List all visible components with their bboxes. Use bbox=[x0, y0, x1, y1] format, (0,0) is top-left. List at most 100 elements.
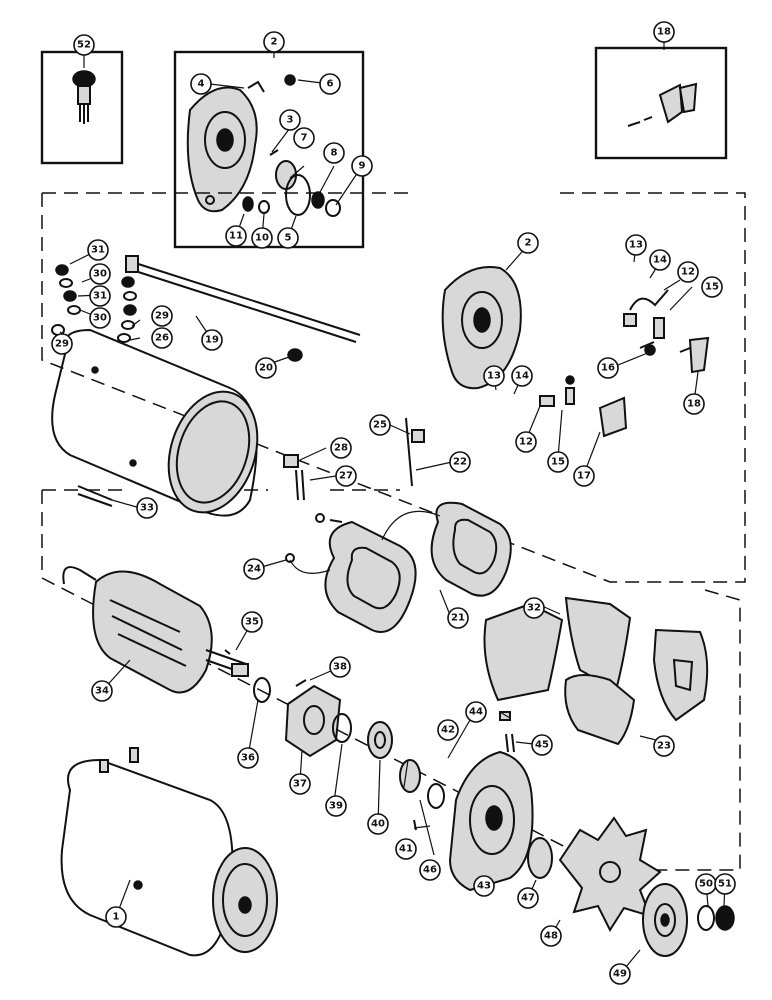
svg-text:51: 51 bbox=[718, 879, 732, 890]
callout-12-a: 12 bbox=[677, 261, 699, 283]
callout-50: 50 bbox=[695, 873, 717, 895]
svg-text:41: 41 bbox=[399, 844, 413, 855]
svg-text:13: 13 bbox=[487, 371, 501, 382]
callout-6: 6 bbox=[319, 73, 341, 95]
callout-22: 22 bbox=[449, 451, 471, 473]
callout-18-inset: 18 bbox=[653, 21, 675, 43]
svg-text:24: 24 bbox=[247, 564, 261, 575]
callout-15-b: 15 bbox=[547, 451, 569, 473]
callout-45: 45 bbox=[531, 734, 553, 756]
svg-text:15: 15 bbox=[705, 282, 719, 293]
callout-38: 38 bbox=[329, 656, 351, 678]
callout-39: 39 bbox=[325, 795, 347, 817]
svg-text:33: 33 bbox=[140, 503, 154, 514]
svg-text:45: 45 bbox=[535, 740, 549, 751]
svg-text:14: 14 bbox=[653, 255, 667, 266]
svg-text:4: 4 bbox=[198, 79, 205, 90]
svg-text:29: 29 bbox=[155, 311, 169, 322]
svg-text:48: 48 bbox=[544, 931, 558, 942]
callout-31-b: 31 bbox=[89, 285, 111, 307]
svg-text:6: 6 bbox=[327, 79, 334, 90]
brush-assembly bbox=[539, 289, 710, 438]
callout-52: 52 bbox=[73, 34, 95, 56]
svg-text:42: 42 bbox=[441, 725, 455, 736]
svg-text:7: 7 bbox=[301, 133, 308, 144]
svg-text:22: 22 bbox=[453, 457, 467, 468]
callout-12-b: 12 bbox=[515, 431, 537, 453]
callout-13-b: 13 bbox=[483, 365, 505, 387]
svg-text:32: 32 bbox=[527, 603, 541, 614]
callout-36: 36 bbox=[237, 747, 259, 769]
callout-24: 24 bbox=[243, 558, 265, 580]
svg-text:44: 44 bbox=[469, 707, 483, 718]
drive-components bbox=[527, 816, 735, 957]
svg-text:17: 17 bbox=[577, 471, 591, 482]
svg-text:9: 9 bbox=[359, 161, 366, 172]
callout-4: 4 bbox=[190, 73, 212, 95]
svg-text:8: 8 bbox=[331, 148, 338, 159]
svg-text:34: 34 bbox=[95, 686, 109, 697]
callout-2-inset: 2 bbox=[263, 31, 285, 53]
callout-49: 49 bbox=[609, 963, 631, 985]
assembled-generator bbox=[60, 747, 278, 957]
svg-text:11: 11 bbox=[229, 231, 243, 242]
callout-7: 7 bbox=[293, 127, 315, 149]
svg-text:15: 15 bbox=[551, 457, 565, 468]
inset-2 bbox=[173, 50, 365, 249]
callout-3: 3 bbox=[279, 109, 301, 131]
through-bolt bbox=[131, 261, 361, 343]
svg-text:30: 30 bbox=[93, 269, 107, 280]
callout-19: 19 bbox=[201, 329, 223, 351]
svg-text:40: 40 bbox=[371, 819, 385, 830]
svg-text:21: 21 bbox=[451, 613, 465, 624]
callout-28: 28 bbox=[330, 437, 352, 459]
callout-14-b: 14 bbox=[511, 365, 533, 387]
callout-48: 48 bbox=[540, 925, 562, 947]
svg-text:3: 3 bbox=[287, 115, 294, 126]
callout-41: 41 bbox=[395, 838, 417, 860]
svg-text:16: 16 bbox=[601, 363, 615, 374]
svg-text:25: 25 bbox=[373, 420, 387, 431]
callout-29-a: 29 bbox=[151, 305, 173, 327]
field-frame bbox=[51, 328, 259, 517]
svg-text:28: 28 bbox=[334, 443, 348, 454]
commutator-end-plate bbox=[441, 266, 522, 390]
callout-10: 10 bbox=[251, 227, 273, 249]
svg-text:12: 12 bbox=[681, 267, 695, 278]
callout-15-a: 15 bbox=[701, 276, 723, 298]
svg-text:23: 23 bbox=[657, 741, 671, 752]
callout-29-b: 29 bbox=[51, 333, 73, 355]
armature bbox=[62, 566, 249, 694]
svg-text:38: 38 bbox=[333, 662, 347, 673]
svg-text:47: 47 bbox=[521, 893, 535, 904]
callout-26: 26 bbox=[151, 327, 173, 349]
svg-text:50: 50 bbox=[699, 879, 713, 890]
callout-37: 37 bbox=[289, 773, 311, 795]
callout-1: 1 bbox=[105, 906, 127, 928]
svg-text:1: 1 bbox=[113, 912, 120, 923]
callout-43: 43 bbox=[473, 875, 495, 897]
callout-40: 40 bbox=[367, 813, 389, 835]
callout-33: 33 bbox=[136, 497, 158, 519]
svg-text:49: 49 bbox=[613, 969, 627, 980]
svg-text:35: 35 bbox=[245, 617, 259, 628]
callout-30-a: 30 bbox=[89, 263, 111, 285]
svg-text:30: 30 bbox=[93, 313, 107, 324]
field-coils bbox=[289, 501, 512, 633]
svg-text:46: 46 bbox=[423, 865, 437, 876]
svg-text:26: 26 bbox=[155, 333, 169, 344]
callout-32: 32 bbox=[523, 597, 545, 619]
svg-text:14: 14 bbox=[515, 371, 529, 382]
callout-47: 47 bbox=[517, 887, 539, 909]
callout-9: 9 bbox=[351, 155, 373, 177]
callout-16: 16 bbox=[597, 357, 619, 379]
inset-18 bbox=[594, 46, 728, 160]
callout-18-main: 18 bbox=[683, 393, 705, 415]
callout-13-a: 13 bbox=[625, 234, 647, 256]
callout-46: 46 bbox=[419, 859, 441, 881]
callout-14-a: 14 bbox=[649, 249, 671, 271]
svg-text:36: 36 bbox=[241, 753, 255, 764]
thrust-washer bbox=[253, 677, 271, 703]
svg-text:10: 10 bbox=[255, 233, 269, 244]
